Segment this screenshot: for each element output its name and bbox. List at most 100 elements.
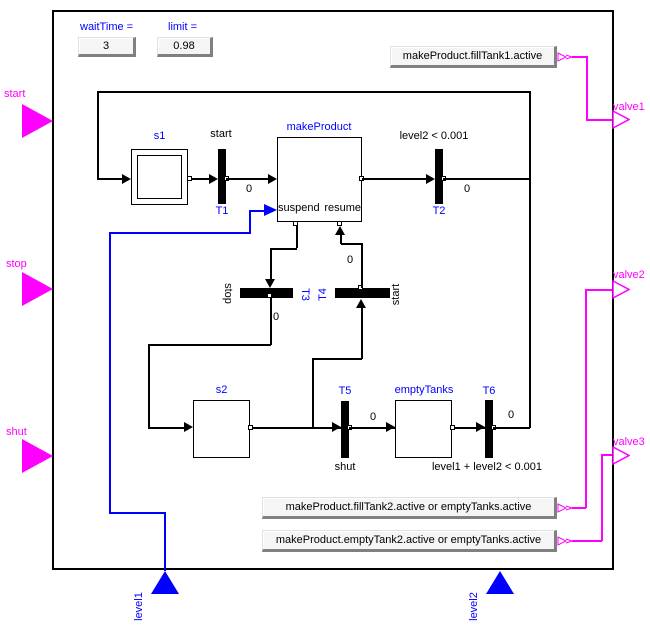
transition-t1-bar[interactable] xyxy=(218,149,226,204)
line-segment[interactable] xyxy=(341,243,362,245)
line-segment[interactable] xyxy=(585,289,612,291)
expr-box-valve1[interactable]: makeProduct.fillTank1.active xyxy=(390,46,557,68)
line-segment[interactable] xyxy=(164,513,166,571)
line-segment[interactable] xyxy=(270,248,272,279)
limit-param-label: limit = xyxy=(168,21,198,33)
arrowhead-icon xyxy=(122,174,131,184)
line-segment[interactable] xyxy=(586,56,588,120)
line-segment[interactable] xyxy=(601,454,603,541)
step-s1-inner-border xyxy=(137,155,182,199)
port-icon[interactable] xyxy=(267,293,272,298)
arrowhead-icon xyxy=(476,422,485,432)
line-segment[interactable] xyxy=(493,427,530,429)
line-segment[interactable] xyxy=(148,427,185,429)
makeproduct-port-labels: suspend resume xyxy=(278,202,361,214)
line-segment[interactable] xyxy=(97,91,530,93)
line-segment[interactable] xyxy=(252,427,341,429)
line-segment[interactable] xyxy=(249,210,251,234)
transition-t6-bar[interactable] xyxy=(485,400,493,458)
line-segment[interactable] xyxy=(601,454,612,456)
transition-t5-bar[interactable] xyxy=(341,401,349,458)
line-segment[interactable] xyxy=(572,540,602,542)
line-segment[interactable] xyxy=(109,512,166,514)
line-segment[interactable] xyxy=(270,248,297,250)
input-start-triangle[interactable] xyxy=(22,104,53,138)
line-segment[interactable] xyxy=(249,210,265,212)
line-segment[interactable] xyxy=(97,91,99,179)
transition-t3-condition: stop xyxy=(221,282,234,304)
line-segment[interactable] xyxy=(443,178,530,180)
input-stop-triangle[interactable] xyxy=(22,272,53,306)
input-start-label: start xyxy=(4,88,26,100)
arrowhead-icon xyxy=(265,279,275,288)
step-makeproduct-label: makeProduct xyxy=(286,121,352,133)
line-segment[interactable] xyxy=(361,307,363,359)
step-s2[interactable] xyxy=(193,400,250,458)
arrowhead-icon xyxy=(426,174,435,184)
transition-t5-condition: shut xyxy=(334,461,356,473)
step-makeproduct[interactable] xyxy=(277,137,362,222)
line-segment[interactable] xyxy=(312,358,362,360)
input-shut-triangle[interactable] xyxy=(22,439,53,473)
transition-t4-condition: start xyxy=(390,283,403,305)
output-valve3-triangle[interactable] xyxy=(612,446,630,465)
port-icon[interactable] xyxy=(358,285,363,290)
line-segment[interactable] xyxy=(361,243,363,288)
transition-t2-waittime: 0 xyxy=(464,183,471,195)
transition-t1-label: T1 xyxy=(215,205,229,217)
input-level2-triangle[interactable] xyxy=(486,571,514,594)
limit-param-value: 0.98 xyxy=(173,40,195,52)
line-segment[interactable] xyxy=(109,232,251,234)
output-valve1-triangle[interactable] xyxy=(612,110,630,129)
line-segment[interactable] xyxy=(270,298,272,345)
step-emptytanks[interactable] xyxy=(395,400,452,458)
output-valve2-triangle[interactable] xyxy=(612,280,630,299)
expr-box-valve3[interactable]: makeProduct.emptyTank2.active or emptyTa… xyxy=(262,530,557,552)
line-segment[interactable] xyxy=(312,358,314,428)
waittime-param-value: 3 xyxy=(102,40,110,52)
input-level2-label: level2 xyxy=(467,591,480,621)
output-valve1-label: valve1 xyxy=(613,101,645,113)
line-segment[interactable] xyxy=(572,507,586,509)
arrowhead-icon xyxy=(184,422,193,432)
input-level1-label: level1 xyxy=(132,591,145,621)
input-level1-triangle[interactable] xyxy=(151,571,179,594)
line-segment[interactable] xyxy=(586,119,612,121)
line-segment[interactable] xyxy=(454,427,485,429)
line-segment[interactable] xyxy=(148,344,150,428)
transition-t5-label: T5 xyxy=(338,385,352,397)
suspend-port-label: suspend xyxy=(278,202,320,214)
transition-t3-label: T3 xyxy=(298,287,311,301)
transition-t1-condition: start xyxy=(210,128,232,140)
line-segment[interactable] xyxy=(529,91,531,428)
line-segment[interactable] xyxy=(340,234,342,244)
resume-port-label: resume xyxy=(324,202,361,214)
step-s2-label: s2 xyxy=(215,384,228,396)
transition-t3-waittime: 0 xyxy=(273,311,280,323)
resume-port-icon[interactable] xyxy=(337,221,342,226)
line-segment[interactable] xyxy=(226,178,269,180)
line-segment[interactable] xyxy=(572,56,587,58)
transition-t2-bar[interactable] xyxy=(435,149,443,204)
limit-param-box[interactable]: 0.98 xyxy=(157,37,213,57)
arrowhead-icon xyxy=(268,174,277,184)
line-segment[interactable] xyxy=(191,178,211,180)
level-signal-input-icon[interactable] xyxy=(264,204,277,216)
step-emptytanks-label: emptyTanks xyxy=(394,384,454,396)
line-segment[interactable] xyxy=(296,226,298,248)
line-segment[interactable] xyxy=(148,344,271,346)
arrowhead-icon xyxy=(386,422,395,432)
suspend-port-icon[interactable] xyxy=(293,221,298,226)
line-segment[interactable] xyxy=(362,178,427,180)
line-segment[interactable] xyxy=(349,427,395,429)
line-segment[interactable] xyxy=(109,232,111,514)
waittime-param-label: waitTime = xyxy=(80,21,134,33)
line-segment[interactable] xyxy=(585,289,587,508)
waittime-param-box[interactable]: 3 xyxy=(78,37,136,57)
transition-t3-bar[interactable] xyxy=(240,288,293,298)
line-segment[interactable] xyxy=(97,178,123,180)
expr-box-valve2[interactable]: makeProduct.fillTank2.active or emptyTan… xyxy=(262,497,557,519)
transition-t6-waittime: 0 xyxy=(508,409,515,421)
transition-t4-bar[interactable] xyxy=(335,288,390,298)
transition-t2-label: T2 xyxy=(432,205,446,217)
